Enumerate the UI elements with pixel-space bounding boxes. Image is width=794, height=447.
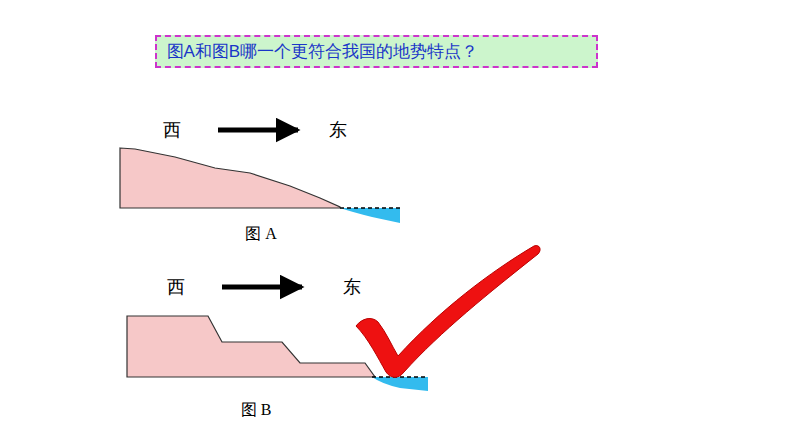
gradual-slope-profile <box>120 148 340 208</box>
direction-label: 东 <box>329 118 347 142</box>
check-mark <box>356 246 540 378</box>
direction-label: 东 <box>343 275 361 299</box>
sea <box>340 208 400 223</box>
sea <box>372 377 428 391</box>
sea-level <box>372 376 428 378</box>
question-box: 图A和图B哪一个更符合我国的地势特点？ <box>155 35 598 68</box>
direction-label: 西 <box>163 118 181 142</box>
direction-arrow <box>222 285 302 290</box>
figure-caption: 图 A <box>245 224 277 245</box>
sea-level <box>340 207 400 209</box>
stepped-terrain-profile <box>127 316 375 377</box>
direction-arrow <box>218 128 298 133</box>
direction-label: 西 <box>167 275 185 299</box>
question-text: 图A和图B哪一个更符合我国的地势特点？ <box>167 40 479 63</box>
figure-caption: 图 B <box>241 400 272 421</box>
